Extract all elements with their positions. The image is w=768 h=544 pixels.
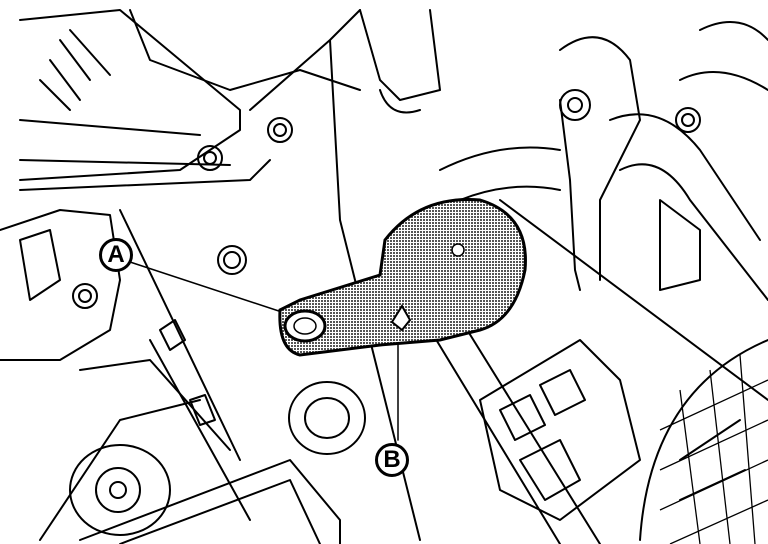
callout-a: A [99, 238, 133, 272]
background-components [0, 9, 768, 544]
highlighted-sensor-part [278, 198, 527, 357]
locating-tab [390, 304, 412, 332]
callout-b: B [375, 443, 409, 477]
